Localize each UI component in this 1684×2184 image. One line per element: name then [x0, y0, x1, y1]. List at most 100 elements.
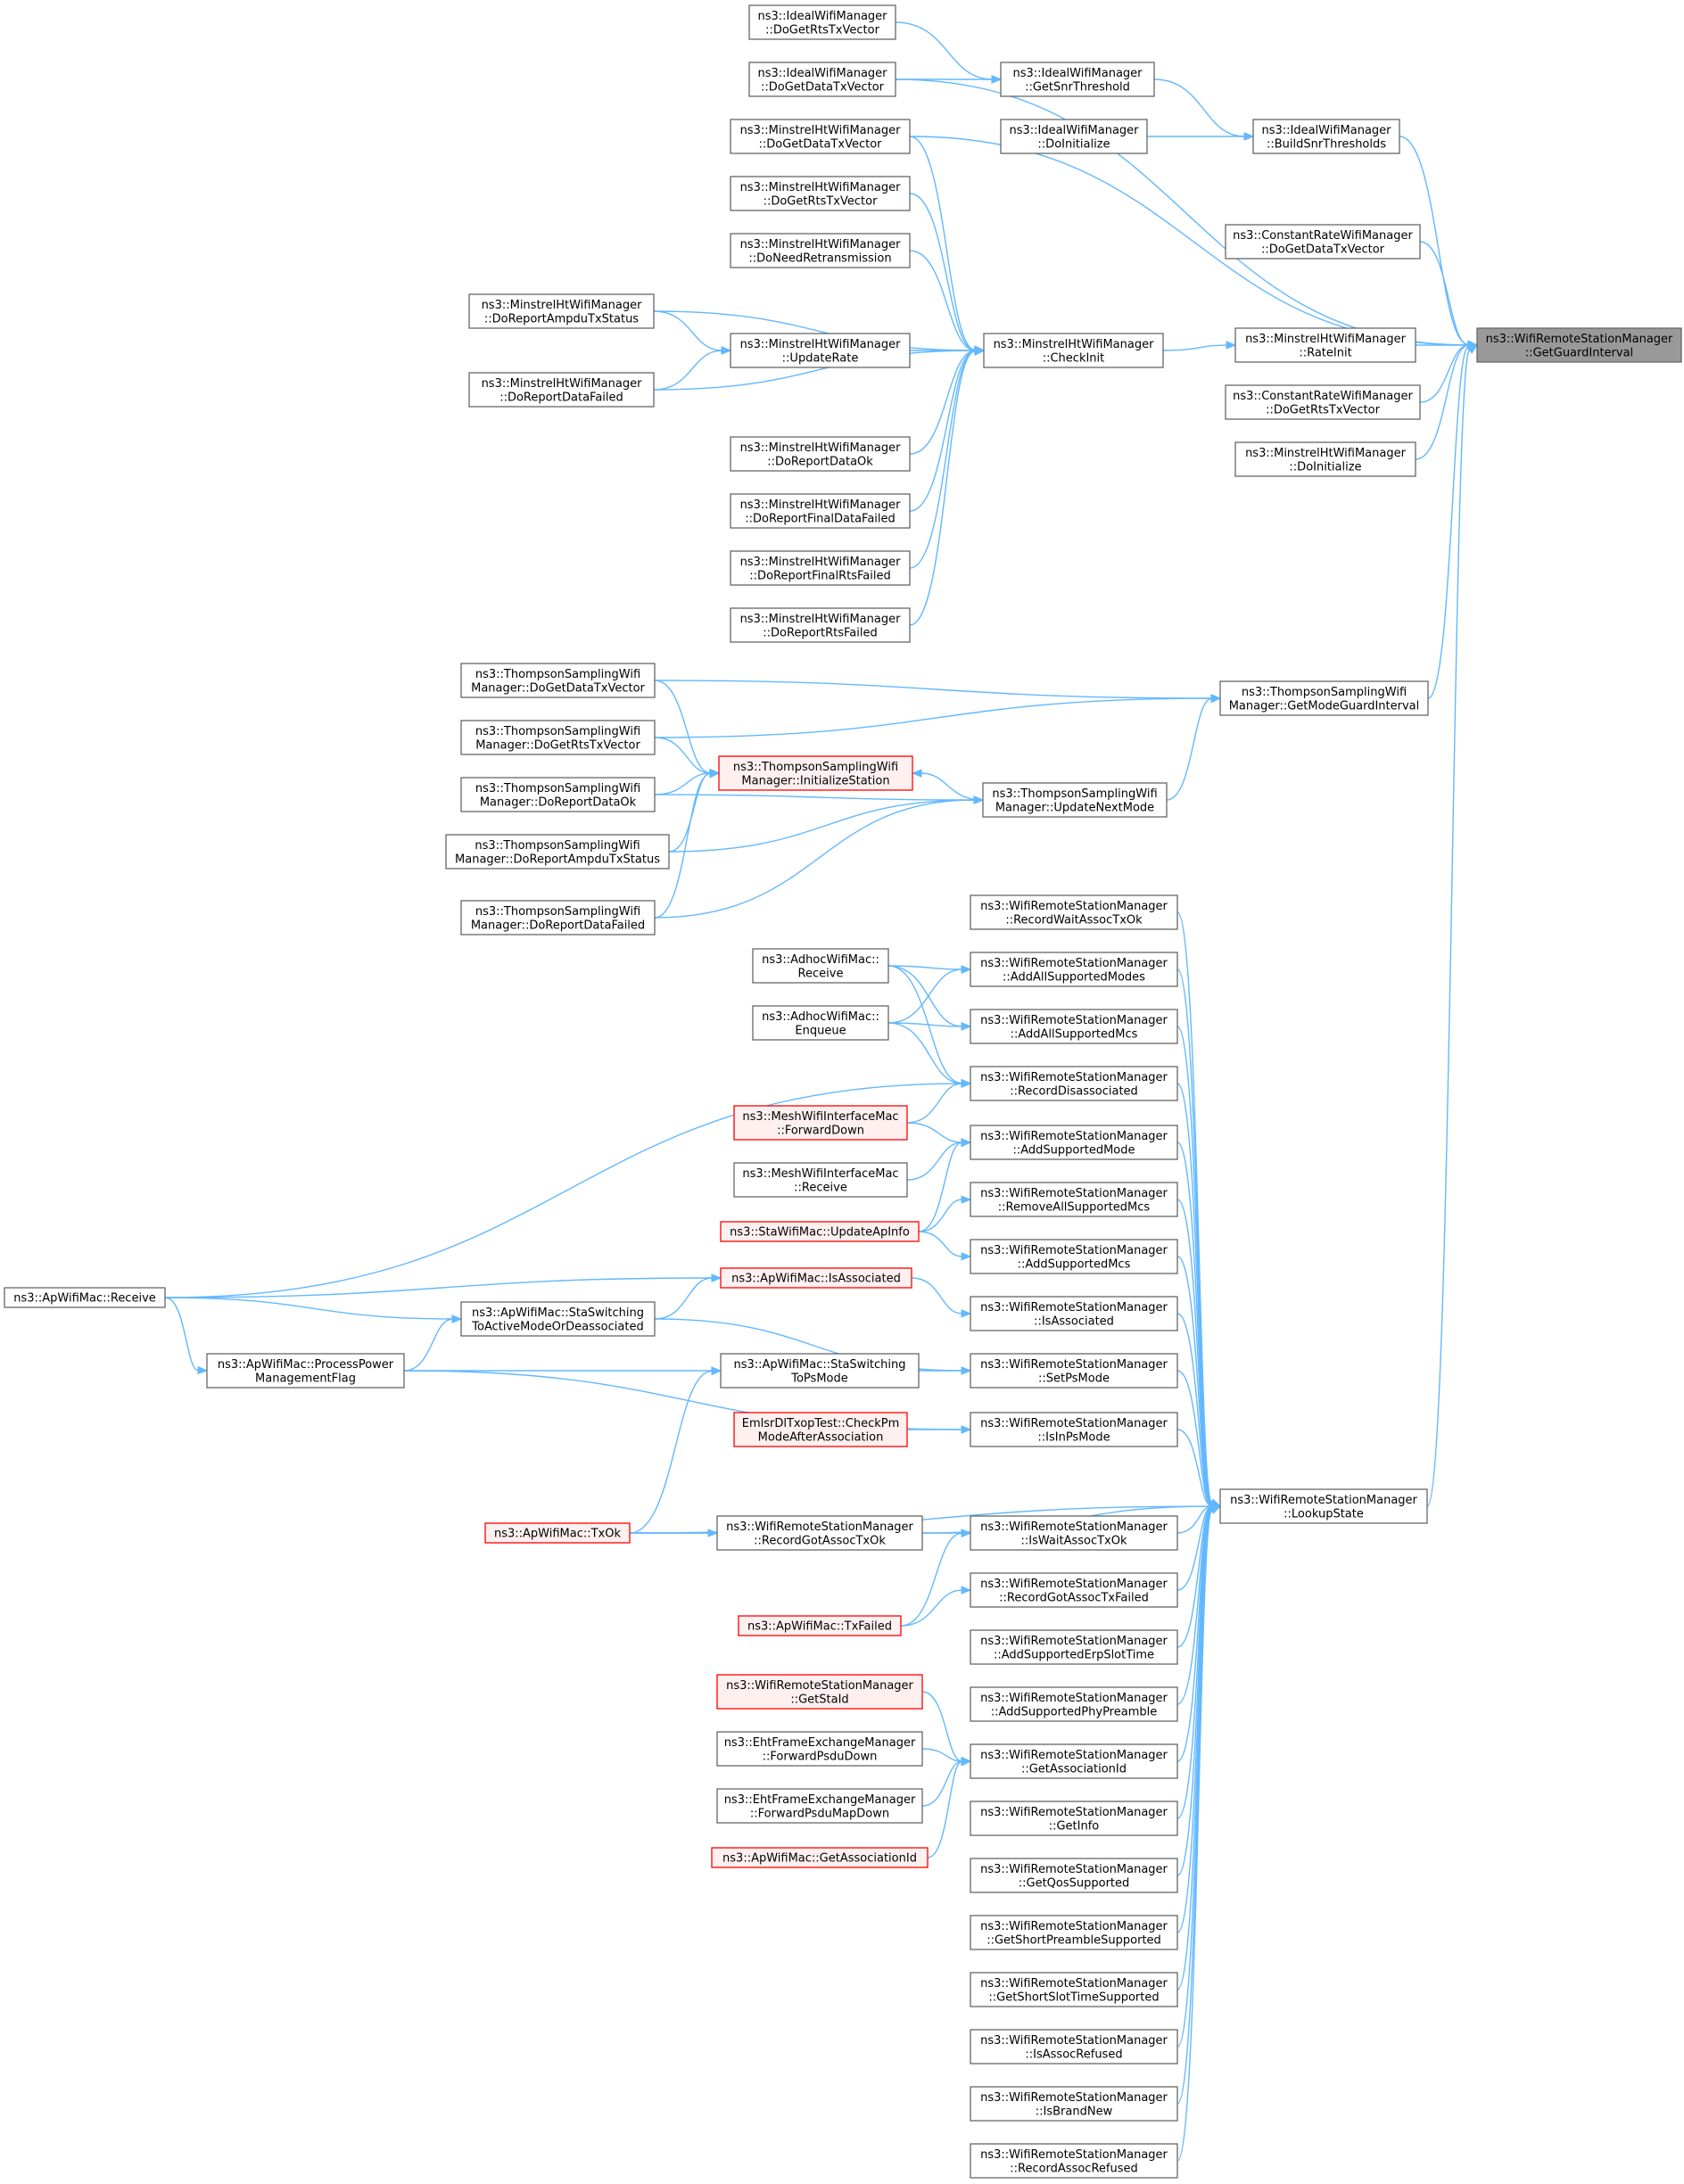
- node-ns3-minstrelhtwifimanager-dogetdatatxvector[interactable]: ns3::MinstrelHtWifiManager::DoGetDataTxV…: [730, 119, 911, 154]
- node-box[interactable]: [970, 2029, 1178, 2064]
- node-box[interactable]: [970, 1515, 1178, 1551]
- node-box[interactable]: [970, 1412, 1178, 1447]
- node-box[interactable]: [730, 607, 911, 643]
- node-ns3-wifiremotestationmanager-iswaitassoctxok[interactable]: ns3::WifiRemoteStationManager::IsWaitAss…: [970, 1515, 1178, 1551]
- node-box[interactable]: [720, 1353, 920, 1389]
- node-box[interactable]: [752, 948, 889, 984]
- node-box[interactable]: [716, 1731, 923, 1767]
- node-ns3-minstrelhtwifimanager-doreportrtsfailed[interactable]: ns3::MinstrelHtWifiManager::DoReportRtsF…: [730, 607, 911, 643]
- node-ns3-apwifimac-isassociated[interactable]: ns3::ApWifiMac::IsAssociated: [720, 1267, 912, 1289]
- node-ns3-wifiremotestationmanager-getshortslottimesupported[interactable]: ns3::WifiRemoteStationManager::GetShortS…: [970, 1972, 1178, 2007]
- node-box[interactable]: [982, 782, 1168, 818]
- node-ns3-wifiremotestationmanager-isassociated[interactable]: ns3::WifiRemoteStationManager::IsAssocia…: [970, 1296, 1178, 1331]
- node-box[interactable]: [1225, 224, 1421, 260]
- node-box[interactable]: [970, 1296, 1178, 1331]
- node-ns3-wifiremotestationmanager-addsupportedmcs[interactable]: ns3::WifiRemoteStationManager::AddSuppor…: [970, 1239, 1178, 1274]
- node-ns3-minstrelhtwifimanager-doreportdataok[interactable]: ns3::MinstrelHtWifiManager::DoReportData…: [730, 436, 911, 472]
- node-box[interactable]: [970, 1972, 1178, 2007]
- node-ns3-wifiremotestationmanager-getqossupported[interactable]: ns3::WifiRemoteStationManager::GetQosSup…: [970, 1858, 1178, 1893]
- node-box[interactable]: [206, 1353, 405, 1389]
- node-box[interactable]: [970, 894, 1178, 930]
- node-box[interactable]: [1476, 327, 1682, 363]
- node-ns3-minstrelhtwifimanager-doinitialize[interactable]: ns3::MinstrelHtWifiManager::DoInitialize: [1234, 441, 1416, 477]
- node-box[interactable]: [716, 1515, 923, 1551]
- node-box[interactable]: [460, 900, 656, 935]
- node-box[interactable]: [4, 1287, 166, 1308]
- node-box[interactable]: [970, 1125, 1178, 1160]
- node-ns3-wifiremotestationmanager-isinpsmode[interactable]: ns3::WifiRemoteStationManager::IsInPsMod…: [970, 1412, 1178, 1447]
- node-ns3-wifiremotestationmanager-addsupportedphypreamble[interactable]: ns3::WifiRemoteStationManager::AddSuppor…: [970, 1686, 1178, 1722]
- node-box[interactable]: [970, 1239, 1178, 1274]
- node-box[interactable]: [730, 233, 911, 268]
- node-box[interactable]: [484, 1522, 631, 1544]
- node-box[interactable]: [970, 1572, 1178, 1608]
- node-box[interactable]: [970, 1066, 1178, 1101]
- node-ns3-wifiremotestationmanager-isassocrefused[interactable]: ns3::WifiRemoteStationManager::IsAssocRe…: [970, 2029, 1178, 2064]
- node-ns3-idealwifimanager-doinitialize[interactable]: ns3::IdealWifiManager::DoInitialize: [1000, 119, 1148, 154]
- node-ns3-apwifimac-txok[interactable]: ns3::ApWifiMac::TxOk: [484, 1522, 631, 1544]
- node-ns3-wifiremotestationmanager-lookupstate[interactable]: ns3::WifiRemoteStationManager::LookupSta…: [1219, 1488, 1428, 1524]
- node-ns3-thompsonsamplingwifi-manager-initializestation[interactable]: ns3::ThompsonSamplingWifiManager::Initia…: [718, 755, 913, 791]
- node-ns3-wifiremotestationmanager-addallsupportedmcs[interactable]: ns3::WifiRemoteStationManager::AddAllSup…: [970, 1009, 1178, 1044]
- node-ns3-constantratewifimanager-dogetrtstxvector[interactable]: ns3::ConstantRateWifiManager::DoGetRtsTx…: [1225, 384, 1421, 420]
- node-ns3-wifiremotestationmanager-getinfo[interactable]: ns3::WifiRemoteStationManager::GetInfo: [970, 1801, 1178, 1836]
- node-box[interactable]: [730, 333, 911, 368]
- node-box[interactable]: [1234, 441, 1416, 477]
- node-ns3-idealwifimanager-dogetrtstxvector[interactable]: ns3::IdealWifiManager::DoGetRtsTxVector: [748, 4, 896, 40]
- node-ns3-wifiremotestationmanager-recorddisassociated[interactable]: ns3::WifiRemoteStationManager::RecordDis…: [970, 1066, 1178, 1101]
- node-ns3-wifiremotestationmanager-addsupportedmode[interactable]: ns3::WifiRemoteStationManager::AddSuppor…: [970, 1125, 1178, 1160]
- node-box[interactable]: [970, 1182, 1178, 1217]
- node-ns3-ehtframeexchangemanager-forwardpsdudown[interactable]: ns3::EhtFrameExchangeManager::ForwardPsd…: [716, 1731, 923, 1767]
- node-box[interactable]: [752, 1005, 889, 1041]
- node-ns3-apwifimac-staswitching-toactivemodeordeassociated[interactable]: ns3::ApWifiMac::StaSwitchingToActiveMode…: [460, 1301, 656, 1337]
- node-ns3-thompsonsamplingwifi-manager-doreportdatafailed[interactable]: ns3::ThompsonSamplingWifiManager::DoRepo…: [460, 900, 656, 935]
- node-box[interactable]: [460, 663, 656, 698]
- node-box[interactable]: [1252, 119, 1400, 154]
- node-box[interactable]: [983, 333, 1164, 368]
- node-box[interactable]: [730, 493, 911, 529]
- node-box[interactable]: [970, 1743, 1178, 1779]
- node-box[interactable]: [970, 2086, 1178, 2122]
- node-ns3-apwifimac-receive[interactable]: ns3::ApWifiMac::Receive: [4, 1287, 166, 1308]
- node-ns3-wifiremotestationmanager-recordwaitassoctxok[interactable]: ns3::WifiRemoteStationManager::RecordWai…: [970, 894, 1178, 930]
- node-box[interactable]: [445, 834, 670, 869]
- node-box[interactable]: [1234, 327, 1416, 363]
- node-ns3-thompsonsamplingwifi-manager-doreportampdutxstatus[interactable]: ns3::ThompsonSamplingWifiManager::DoRepo…: [445, 834, 670, 869]
- node-ns3-idealwifimanager-getsnrthreshold[interactable]: ns3::IdealWifiManager::GetSnrThreshold: [1000, 62, 1155, 97]
- node-box[interactable]: [730, 119, 911, 154]
- node-ns3-wifiremotestationmanager-recordassocrefused[interactable]: ns3::WifiRemoteStationManager::RecordAss…: [970, 2143, 1178, 2179]
- node-ns3-apwifimac-processpower-managementflag[interactable]: ns3::ApWifiMac::ProcessPowerManagementFl…: [206, 1353, 405, 1389]
- node-ns3-minstrelhtwifimanager-doneedretransmission[interactable]: ns3::MinstrelHtWifiManager::DoNeedRetran…: [730, 233, 911, 268]
- node-ns3-thompsonsamplingwifi-manager-updatenextmode[interactable]: ns3::ThompsonSamplingWifiManager::Update…: [982, 782, 1168, 818]
- node-box[interactable]: [733, 1412, 908, 1447]
- node-box[interactable]: [738, 1615, 902, 1636]
- node-ns3-idealwifimanager-buildsnrthresholds[interactable]: ns3::IdealWifiManager::BuildSnrThreshold…: [1252, 119, 1400, 154]
- node-ns3-minstrelhtwifimanager-dogetrtstxvector[interactable]: ns3::MinstrelHtWifiManager::DoGetRtsTxVe…: [730, 176, 911, 211]
- node-ns3-minstrelhtwifimanager-doreportdatafailed[interactable]: ns3::MinstrelHtWifiManager::DoReportData…: [468, 372, 655, 408]
- node-ns3-apwifimac-txfailed[interactable]: ns3::ApWifiMac::TxFailed: [738, 1615, 902, 1636]
- node-ns3-constantratewifimanager-dogetdatatxvector[interactable]: ns3::ConstantRateWifiManager::DoGetDataT…: [1225, 224, 1421, 260]
- node-box[interactable]: [468, 372, 655, 408]
- node-box[interactable]: [970, 1915, 1178, 1950]
- node-ns3-wifiremotestationmanager-setpsmode[interactable]: ns3::WifiRemoteStationManager::SetPsMode: [970, 1353, 1178, 1389]
- node-box[interactable]: [970, 1353, 1178, 1389]
- node-ns3-adhocwifimac-receive[interactable]: ns3::AdhocWifiMac::Receive: [752, 948, 889, 984]
- node-ns3-apwifimac-getassociationid[interactable]: ns3::ApWifiMac::GetAssociationId: [711, 1847, 929, 1868]
- node-ns3-stawifimac-updateapinfo[interactable]: ns3::StaWifiMac::UpdateApInfo: [720, 1221, 920, 1242]
- node-box[interactable]: [970, 1801, 1178, 1836]
- node-ns3-adhocwifimac-enqueue[interactable]: ns3::AdhocWifiMac::Enqueue: [752, 1005, 889, 1041]
- node-ns3-wifiremotestationmanager-getshortpreamblesupported[interactable]: ns3::WifiRemoteStationManager::GetShortP…: [970, 1915, 1178, 1950]
- node-ns3-wifiremotestationmanager-getassociationid[interactable]: ns3::WifiRemoteStationManager::GetAssoci…: [970, 1743, 1178, 1779]
- node-box[interactable]: [711, 1847, 929, 1868]
- node-ns3-idealwifimanager-dogetdatatxvector[interactable]: ns3::IdealWifiManager::DoGetDataTxVector: [748, 62, 896, 97]
- node-ns3-wifiremotestationmanager-getguardinterval[interactable]: ns3::WifiRemoteStationManager::GetGuardI…: [1476, 327, 1682, 363]
- node-ns3-minstrelhtwifimanager-checkinit[interactable]: ns3::MinstrelHtWifiManager::CheckInit: [983, 333, 1164, 368]
- node-ns3-wifiremotestationmanager-recordgotassoctxfailed[interactable]: ns3::WifiRemoteStationManager::RecordGot…: [970, 1572, 1178, 1608]
- node-ns3-meshwifiinterfacemac-forwarddown[interactable]: ns3::MeshWifiInterfaceMac::ForwardDown: [733, 1105, 908, 1141]
- node-ns3-wifiremotestationmanager-removeallsupportedmcs[interactable]: ns3::WifiRemoteStationManager::RemoveAll…: [970, 1182, 1178, 1217]
- node-box[interactable]: [460, 720, 656, 755]
- node-ns3-wifiremotestationmanager-recordgotassoctxok[interactable]: ns3::WifiRemoteStationManager::RecordGot…: [716, 1515, 923, 1551]
- node-emlsrdltxoptest-checkpm-modeafterassociation[interactable]: EmlsrDlTxopTest::CheckPmModeAfterAssocia…: [733, 1412, 908, 1447]
- node-ns3-minstrelhtwifimanager-rateinit[interactable]: ns3::MinstrelHtWifiManager::RateInit: [1234, 327, 1416, 363]
- node-box[interactable]: [1219, 680, 1429, 716]
